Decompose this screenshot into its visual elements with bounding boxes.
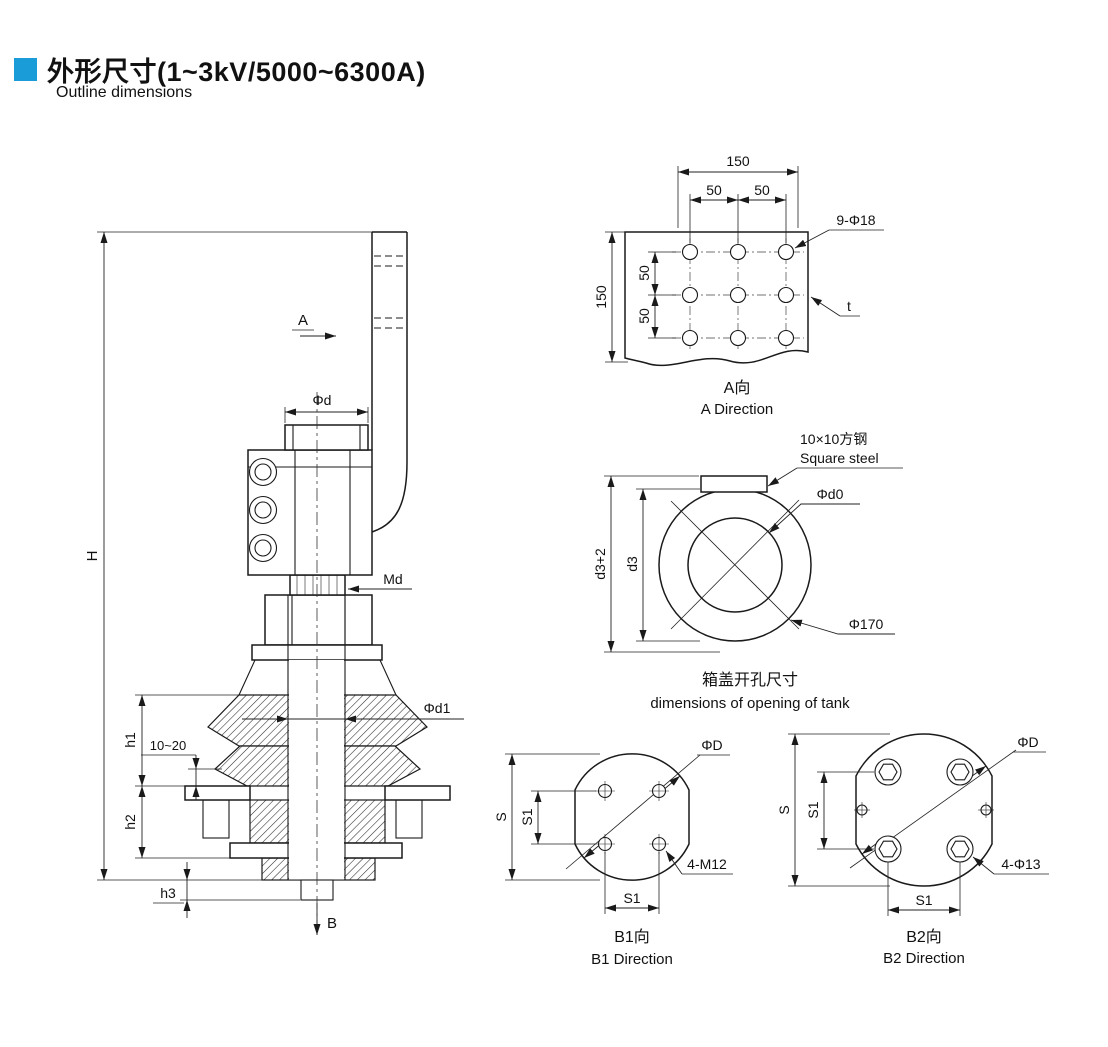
dim-150-top-label: 150 — [726, 153, 750, 169]
dim-phi-170-label: Φ170 — [849, 616, 884, 632]
dim-150-top: 150 — [677, 153, 799, 228]
page-subtitle: Outline dimensions — [56, 84, 193, 101]
dim-d3-label: d3 — [624, 556, 640, 572]
a-view-caption-zh: A向 — [724, 379, 751, 397]
b2-S1-bottom-label: S1 — [915, 892, 932, 908]
b1-dim-S1-bottom: S1 — [604, 852, 660, 914]
b1-holes-callout: 4-M12 — [665, 850, 733, 875]
dim-h3-label: h3 — [160, 885, 176, 901]
a-view-caption-en: A Direction — [701, 401, 774, 418]
dim-50-top: 50 50 — [689, 182, 787, 243]
tank-caption-zh: 箱盖开孔尺寸 — [702, 671, 798, 689]
label-a-text: A — [298, 312, 308, 329]
label-b-direction: B — [313, 903, 337, 935]
holes-callout-label: 9-Φ18 — [836, 212, 875, 228]
tank-caption-en: dimensions of opening of tank — [650, 695, 850, 712]
thickness-callout: t — [810, 296, 860, 317]
dim-phi-d0-label: Φd0 — [817, 486, 844, 502]
dim-h1: h1 — [122, 694, 240, 787]
dim-phi-d1-label: Φd1 — [424, 700, 451, 716]
dim-h2-label: h2 — [122, 814, 138, 830]
conductor-tube — [262, 595, 375, 881]
b1-caption-zh: B1向 — [614, 928, 650, 946]
b1-dim-phi-D: ΦD — [697, 737, 730, 756]
busbar — [371, 231, 408, 533]
b1-caption-en: B1 Direction — [591, 951, 673, 968]
dim-gap-label: 10~20 — [150, 738, 187, 753]
dim-h2: h2 — [122, 786, 231, 859]
page-header: 外形尺寸(1~3kV/5000~6300A) — [14, 50, 426, 89]
dim-phi-d-label: Φd — [313, 392, 332, 408]
dim-d3: d3 — [624, 488, 700, 642]
b2-dim-S: S — [776, 733, 890, 887]
dim-50-right-label: 50 — [754, 182, 770, 198]
dim-h1-label: h1 — [122, 732, 138, 748]
a-direction-view: 150 50 50 150 50 50 9-Φ18 — [593, 153, 884, 418]
label-md: Md — [348, 571, 412, 593]
diagonal-2 — [670, 500, 800, 630]
b1-S1-bottom-label: S1 — [623, 890, 640, 906]
b2-dim-S1-bottom: S1 — [887, 862, 961, 916]
b1-dim-S: S — [493, 753, 600, 881]
dim-50-top-left-label: 50 — [636, 265, 652, 281]
label-a-direction: A — [292, 312, 336, 340]
dim-phi-d: Φd — [284, 392, 369, 423]
dim-150-left-label: 150 — [593, 285, 609, 309]
label-b-text: B — [327, 915, 337, 932]
b2-S1-vertical-label: S1 — [805, 801, 821, 818]
square-steel-bar — [700, 475, 768, 493]
title-bullet-square — [14, 58, 37, 81]
dim-50-left-label: 50 — [706, 182, 722, 198]
b2-dim-phi-D: ΦD — [1013, 734, 1046, 753]
thread-stud — [289, 574, 346, 596]
terminal-plate — [624, 231, 809, 367]
square-steel-callout: 10×10方钢 Square steel — [767, 431, 903, 487]
square-steel-label-en: Square steel — [800, 450, 879, 466]
b2-dim-S1-vertical: S1 — [805, 771, 874, 850]
dim-H-label: H — [84, 551, 101, 562]
b2-S-label: S — [776, 805, 792, 814]
dim-phi-d1: Φd1 — [242, 700, 464, 723]
b1-holes-label: 4-M12 — [687, 856, 727, 872]
dim-50-bottom-left-label: 50 — [636, 308, 652, 324]
b1-phi-D-label: ΦD — [701, 737, 722, 753]
b2-hex-bolts — [874, 758, 974, 863]
dim-H: H — [84, 231, 372, 881]
dim-d3-plus-2: d3+2 — [592, 475, 720, 653]
plate-holes — [681, 243, 795, 347]
b2-caption-zh: B2向 — [906, 928, 942, 946]
dim-phi-170: Φ170 — [790, 616, 895, 635]
b2-holes-callout: 4-Φ13 — [972, 856, 1049, 875]
dim-gap-10-20: 10~20 — [141, 738, 222, 800]
label-md-text: Md — [383, 571, 402, 587]
b2-phi-D-label: ΦD — [1017, 734, 1038, 750]
b1-holes — [595, 781, 669, 854]
dim-d3-plus-2-label: d3+2 — [592, 548, 608, 580]
main-view: H h1 h2 h3 10~20 — [84, 231, 464, 936]
b1-S-label: S — [493, 812, 509, 821]
holes-callout: 9-Φ18 — [794, 212, 884, 249]
square-steel-label-zh: 10×10方钢 — [800, 431, 867, 447]
b2-caption-en: B2 Direction — [883, 950, 965, 967]
mounting-flange — [184, 785, 451, 801]
dim-phi-d0: Φd0 — [768, 486, 860, 534]
b2-direction-view: ΦD S S1 4-Φ13 S1 B2向 B2 Direction — [776, 733, 1049, 967]
b1-S1-vertical-label: S1 — [519, 808, 535, 825]
b2-holes-label: 4-Φ13 — [1001, 856, 1040, 872]
clamp-bolts — [248, 457, 278, 563]
b1-dim-S1-vertical: S1 — [519, 790, 596, 845]
page-title: 外形尺寸(1~3kV/5000~6300A) — [47, 57, 426, 87]
hex-nut — [264, 594, 373, 646]
b2-flange-outline — [855, 733, 993, 887]
b1-flange-outline — [574, 753, 690, 881]
tank-opening-view: 10×10方钢 Square steel Φd0 Φ170 d3+2 d3 箱盖… — [592, 431, 903, 712]
thickness-callout-label: t — [847, 298, 851, 314]
opening-inner-circle — [687, 517, 783, 613]
dim-h3: h3 — [153, 862, 300, 918]
b1-direction-view: ΦD S S1 4-M12 S1 B1向 B1 Direction — [493, 737, 733, 968]
b1-diagonal — [565, 754, 701, 870]
b2-small-holes — [854, 802, 994, 818]
dim-150-left: 150 — [593, 231, 628, 363]
dim-50-left: 50 50 — [636, 251, 676, 339]
